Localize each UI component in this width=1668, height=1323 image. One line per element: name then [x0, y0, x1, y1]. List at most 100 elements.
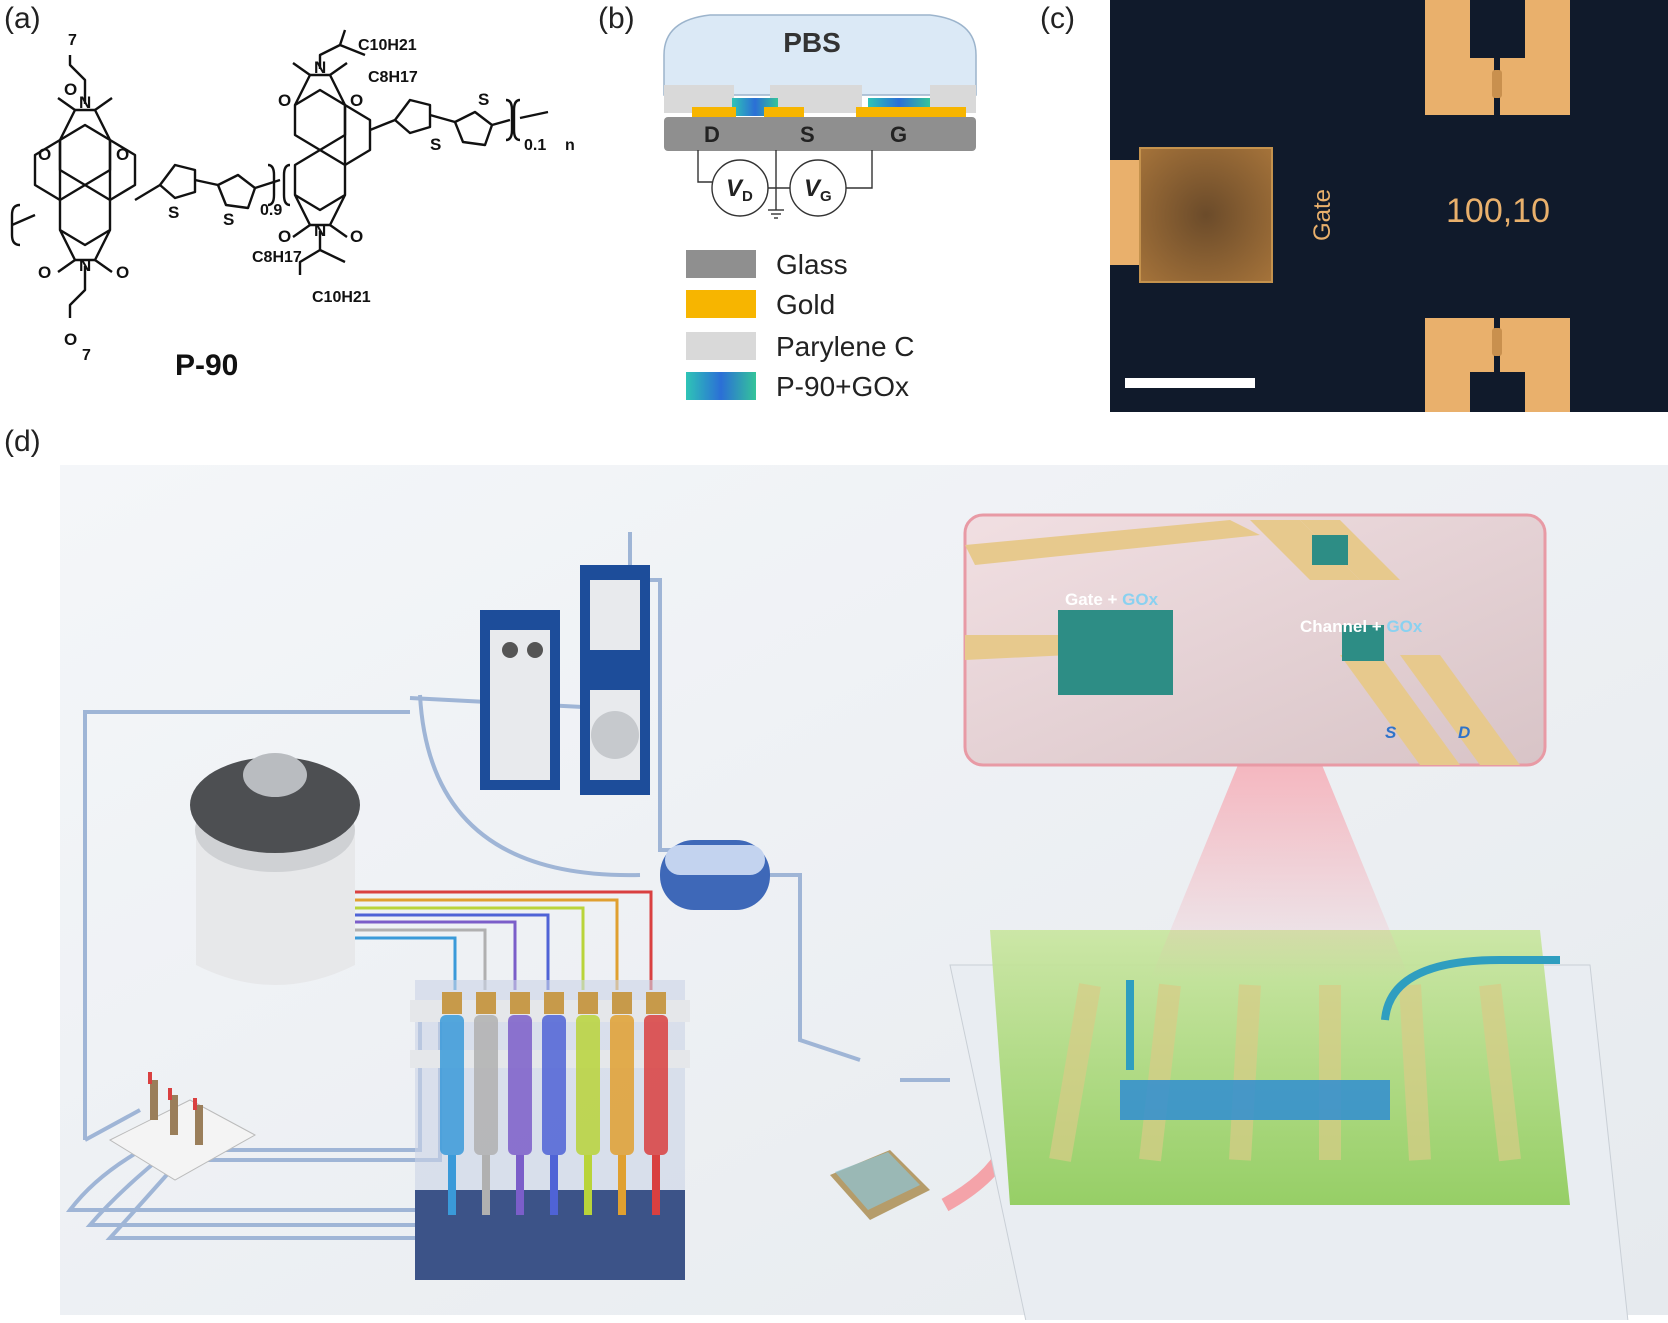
legend-swatch-glass — [686, 250, 756, 278]
gate-electrode — [856, 107, 966, 117]
syringe-needle — [482, 1155, 490, 1215]
sensor-chip — [949, 930, 1629, 1320]
legend-swatch-gold — [686, 290, 756, 318]
syringe — [542, 1015, 566, 1155]
dimension-text: 100,10 — [1446, 192, 1550, 230]
flow-cell — [660, 840, 770, 910]
atom-n-bottom-right: N — [314, 221, 326, 240]
inset-drain-label: D — [1458, 723, 1470, 742]
panel-a-label: (a) — [4, 2, 41, 35]
syringe — [644, 1015, 668, 1155]
repeat-fraction-left: 0.9 — [260, 202, 282, 219]
pump-instrument — [480, 565, 650, 795]
atom-o-8: O — [350, 227, 363, 246]
syringe-cap — [510, 992, 530, 1014]
zoom-beam — [1150, 760, 1410, 980]
inset-channel-label: Channel + GOx — [1300, 617, 1423, 636]
source-electrode — [764, 107, 804, 117]
device-micrograph: Gate 100,10 — [1110, 0, 1668, 412]
syringe — [576, 1015, 600, 1155]
panel-b-label: (b) — [598, 2, 635, 35]
device-cross-section: PBS D S G VD VG Glass Gold Parylene C P-… — [663, 14, 977, 402]
source-label: S — [800, 122, 815, 147]
syringe — [440, 1015, 464, 1155]
alkyl-c10-top: C10H21 — [358, 37, 417, 54]
small-chip — [830, 1150, 930, 1220]
legend-gold: Gold — [776, 289, 835, 320]
alkyl-c10-bottom: C10H21 — [312, 289, 371, 306]
legend-swatch-p90-gox — [686, 372, 756, 400]
glycol-top-count: 7 — [68, 32, 77, 49]
material-legend: Glass Gold Parylene C P-90+GOx — [686, 249, 915, 402]
syringe-needle — [516, 1155, 524, 1215]
inset-gate-film — [1058, 610, 1173, 695]
vg-source-label: VG — [804, 175, 832, 205]
syringe-cap — [442, 992, 462, 1014]
atom-s-2: S — [223, 210, 234, 229]
panel-d-label: (d) — [4, 425, 41, 458]
atom-o-2: O — [116, 145, 129, 164]
glycol-bottom-count: 7 — [82, 347, 91, 364]
drain-electrode — [692, 107, 736, 117]
pbs-label: PBS — [783, 27, 841, 58]
atom-o-7: O — [278, 227, 291, 246]
compound-name: P-90 — [175, 349, 238, 382]
atom-o-5: O — [278, 91, 291, 110]
syringe-cap — [578, 992, 598, 1014]
syringe-needle — [652, 1155, 660, 1215]
atom-s-4: S — [478, 90, 489, 109]
glass-substrate — [664, 117, 976, 151]
atom-n-top-left: N — [79, 93, 91, 112]
syringe-needle — [550, 1155, 558, 1215]
repeat-n: n — [565, 137, 575, 154]
syringe-group — [440, 992, 668, 1215]
scale-bar — [1125, 378, 1255, 388]
atom-n-bottom-left: N — [79, 256, 91, 275]
atom-n-top-right: N — [314, 58, 326, 77]
inset-channel-film — [1342, 625, 1384, 661]
syringe — [610, 1015, 634, 1155]
atom-o-1: O — [38, 145, 51, 164]
gate-pad — [1139, 147, 1273, 283]
inset-channel-film-top — [1312, 535, 1348, 565]
syringe-cap — [646, 992, 666, 1014]
atom-o-glycol-bottom: O — [64, 330, 77, 349]
syringe — [474, 1015, 498, 1155]
gate-text: Gate — [1309, 189, 1336, 241]
top-channel — [1492, 70, 1502, 98]
panel-c-label: (c) — [1040, 2, 1075, 35]
legend-parylene: Parylene C — [776, 331, 915, 362]
syringe — [508, 1015, 532, 1155]
gate-lead — [1110, 160, 1140, 265]
atom-s-1: S — [168, 203, 179, 222]
vd-source-label: VD — [726, 175, 753, 205]
legend-glass: Glass — [776, 249, 848, 280]
atom-s-3: S — [430, 135, 441, 154]
syringe-cap — [612, 992, 632, 1014]
legend-swatch-parylene — [686, 332, 756, 360]
gate-label: G — [890, 122, 907, 147]
syringe-cap — [476, 992, 496, 1014]
atom-o-3: O — [38, 263, 51, 282]
fluidic-system-illustration: Gate + GOx Channel + GOx S D — [60, 465, 1668, 1320]
inset-source-label: S — [1385, 723, 1397, 742]
inset-magnification — [963, 513, 1547, 767]
syringe-cap — [544, 992, 564, 1014]
drain-label: D — [704, 122, 720, 147]
atom-o-4: O — [116, 263, 129, 282]
syringe-needle — [448, 1155, 456, 1215]
inset-gate-label: Gate + GOx — [1065, 590, 1159, 609]
alkyl-c8-top: C8H17 — [368, 69, 418, 86]
pbs-electrolyte — [663, 14, 977, 96]
atom-o-6: O — [350, 91, 363, 110]
syringe-needle — [618, 1155, 626, 1215]
alkyl-c8-bottom: C8H17 — [252, 249, 302, 266]
syringe-needle — [584, 1155, 592, 1215]
legend-p90-gox: P-90+GOx — [776, 371, 909, 402]
manifold — [108, 1072, 257, 1181]
p90-structure: N N N N O O O O O O O O O O S S S S 7 7 … — [10, 29, 575, 382]
repeat-fraction-right: 0.1 — [524, 137, 546, 154]
top-electrode-pair — [1425, 0, 1570, 115]
atom-o-glycol-top: O — [64, 80, 77, 99]
sample-reservoir — [190, 753, 360, 985]
